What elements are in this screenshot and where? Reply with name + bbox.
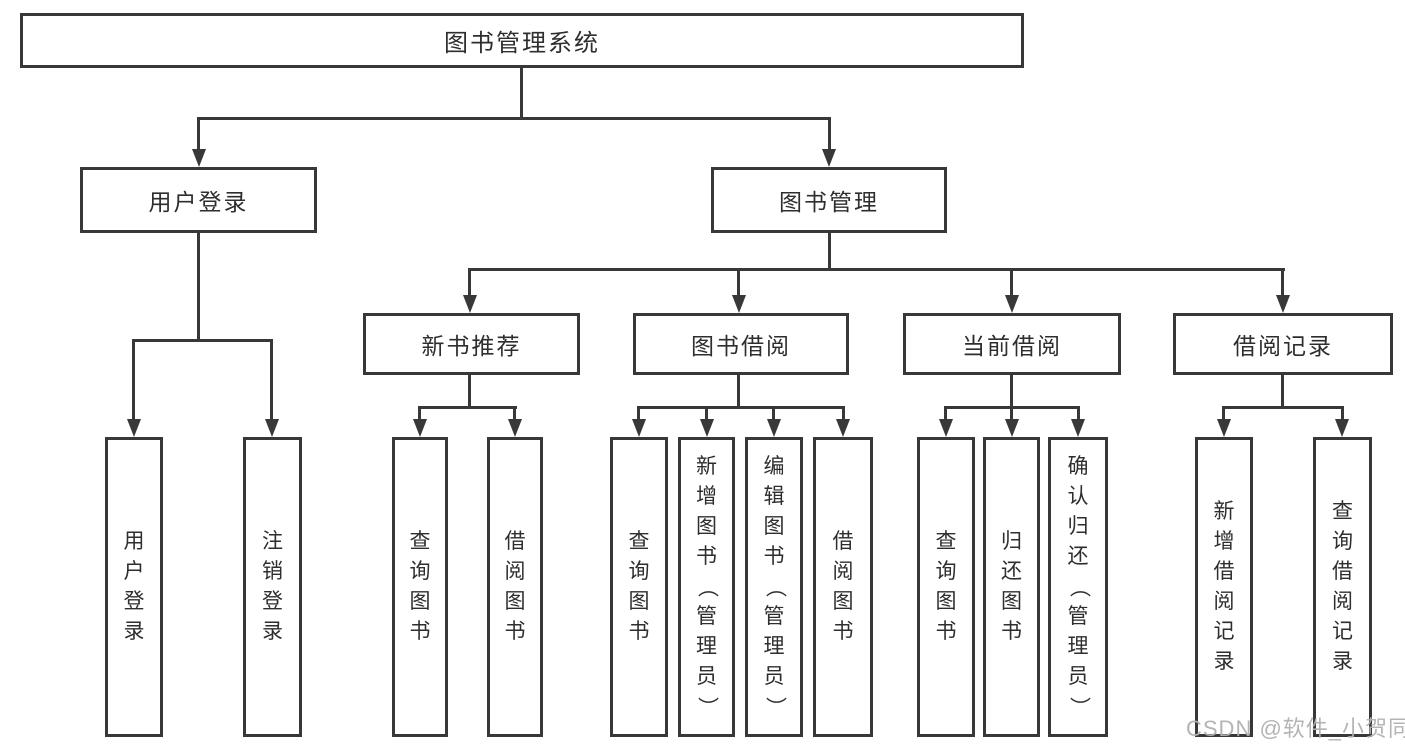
connector [1222, 406, 1225, 421]
connector [637, 406, 845, 409]
leaf-label: 用户登录 [123, 530, 145, 643]
leaf-label: 借阅图书 [832, 530, 854, 643]
node-label: 图书管理 [779, 189, 879, 215]
leaf-label: 新增借阅记录 [1213, 500, 1235, 673]
connector [1341, 406, 1344, 421]
arrow-down-icon [1217, 419, 1231, 437]
arrow-down-icon [508, 419, 522, 437]
connector [197, 117, 200, 150]
connector [1281, 375, 1284, 409]
connector [468, 268, 471, 297]
arrow-down-icon [413, 419, 427, 437]
connector [197, 117, 831, 120]
leaf-confirm-return-admin: 确认归还（管理员） [1048, 437, 1108, 737]
connector [1010, 375, 1013, 409]
leaf-label: 注销登录 [262, 530, 283, 643]
arrow-down-icon [939, 419, 953, 437]
arrow-down-icon [1335, 419, 1349, 437]
arrow-down-icon [700, 419, 714, 437]
leaf-query-book-recommend: 查询图书 [392, 437, 448, 737]
connector [1010, 268, 1013, 297]
connector [737, 268, 740, 297]
leaf-label: 归还图书 [1001, 530, 1022, 643]
leaf-logout: 注销登录 [243, 437, 302, 737]
connector [468, 268, 1285, 271]
leaf-label: 查询图书 [409, 530, 431, 643]
node-label: 新书推荐 [421, 333, 522, 359]
connector [513, 406, 516, 421]
leaf-return-book: 归还图书 [983, 437, 1040, 737]
connector [197, 233, 200, 341]
connector [842, 406, 845, 421]
leaf-label: 新增图书（管理员） [695, 455, 719, 718]
node-borrow-record: 借阅记录 [1173, 313, 1393, 375]
node-label: 图书借阅 [691, 333, 791, 359]
arrow-down-icon [265, 419, 279, 437]
leaf-label: 确认归还（管理员） [1067, 455, 1090, 718]
leaf-user-login: 用户登录 [105, 437, 163, 737]
node-user-login: 用户登录 [80, 167, 317, 233]
connector [637, 406, 640, 421]
connector [705, 406, 708, 421]
leaf-query-book-borrow: 查询图书 [610, 437, 668, 737]
arrow-down-icon [1005, 295, 1019, 313]
connector [520, 68, 523, 119]
leaf-edit-book-admin: 编辑图书（管理员） [745, 437, 803, 737]
leaf-borrow-book-recommend: 借阅图书 [487, 437, 543, 737]
arrow-down-icon [192, 149, 206, 167]
node-label: 借阅记录 [1233, 333, 1333, 359]
leaf-query-book-current: 查询图书 [917, 437, 975, 737]
node-label: 用户登录 [148, 189, 249, 215]
node-new-book-recommend: 新书推荐 [363, 313, 580, 375]
connector [132, 339, 135, 420]
leaf-label: 编辑图书（管理员） [763, 455, 786, 718]
leaf-add-book-admin: 新增图书（管理员） [678, 437, 735, 737]
connector [418, 406, 517, 409]
arrow-down-icon [1071, 419, 1085, 437]
node-library-system: 图书管理系统 [20, 13, 1024, 68]
arrow-down-icon [1005, 419, 1019, 437]
connector [468, 375, 471, 409]
leaf-label: 借阅图书 [504, 530, 526, 643]
arrow-down-icon [836, 419, 850, 437]
arrow-down-icon [1276, 295, 1290, 313]
connector [828, 117, 831, 150]
node-book-management: 图书管理 [711, 167, 947, 233]
connector [418, 406, 421, 421]
arrow-down-icon [732, 295, 746, 313]
arrow-down-icon [822, 149, 836, 167]
arrow-down-icon [767, 419, 781, 437]
node-label: 图书管理系统 [444, 30, 600, 57]
arrow-down-icon [632, 419, 646, 437]
connector [132, 339, 273, 342]
connector [1281, 268, 1284, 297]
connector [1077, 406, 1080, 421]
leaf-label: 查询图书 [935, 530, 957, 643]
leaf-label: 查询借阅记录 [1332, 500, 1353, 673]
leaf-borrow-book: 借阅图书 [813, 437, 873, 737]
arrow-down-icon [127, 419, 141, 437]
leaf-query-borrow-record: 查询借阅记录 [1313, 437, 1372, 737]
leaf-label: 查询图书 [628, 530, 650, 643]
connector [270, 339, 273, 420]
node-current-borrow: 当前借阅 [903, 313, 1121, 375]
csdn-watermark: CSDN @软件_小贺同学 [1186, 716, 1405, 741]
node-book-borrow: 图书借阅 [633, 313, 849, 375]
connector [1222, 406, 1343, 409]
connector [828, 233, 831, 271]
arrow-down-icon [463, 295, 477, 313]
connector [737, 375, 740, 409]
leaf-add-borrow-record: 新增借阅记录 [1195, 437, 1253, 737]
connector [1010, 406, 1013, 421]
node-label: 当前借阅 [962, 333, 1062, 359]
connector [944, 406, 947, 421]
connector [772, 406, 775, 421]
